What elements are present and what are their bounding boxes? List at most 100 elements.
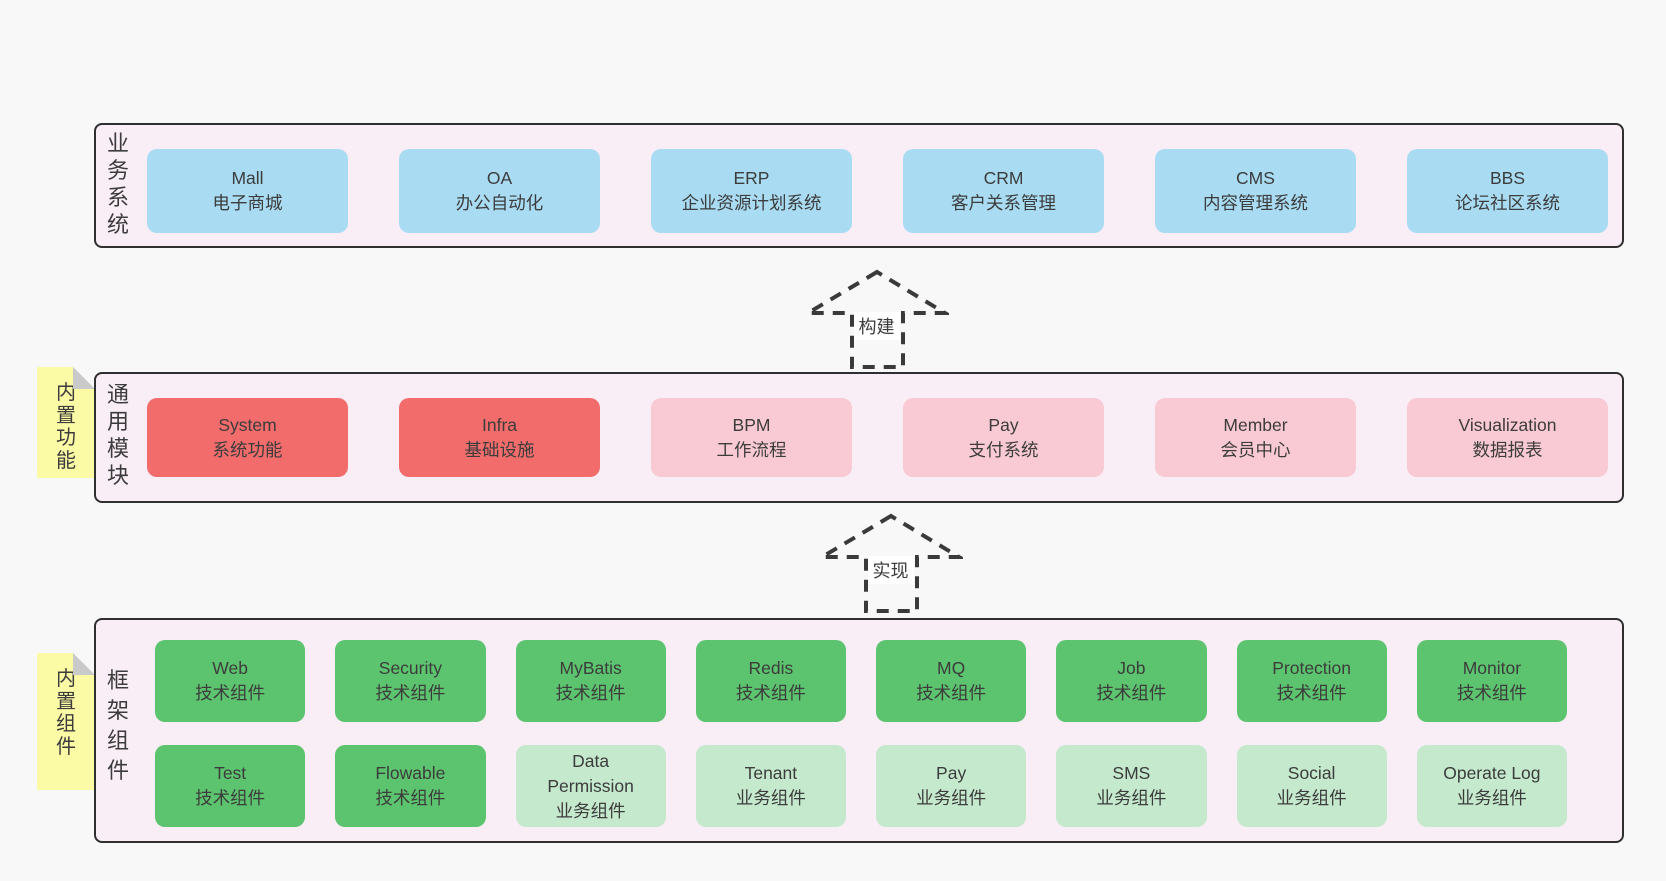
box-social: Social 业务组件 (1236, 745, 1387, 827)
box-oa: OA 办公自动化 (399, 149, 600, 233)
box-cms: CMS 内容管理系统 (1155, 149, 1356, 233)
box-monitor: Monitor 技术组件 (1416, 640, 1567, 722)
box-title: Tenant (744, 763, 798, 783)
box-title: CMS (1236, 168, 1275, 188)
arrow-label: 构建 (853, 312, 900, 340)
box-job: Job 技术组件 (1056, 640, 1207, 722)
box-title: MQ (937, 658, 966, 678)
box-protection: Protection 技术组件 (1236, 640, 1387, 722)
arrow-up-icon (818, 513, 963, 613)
box-subtitle: 业务组件 (555, 800, 626, 821)
box-title: Mall (231, 168, 264, 188)
box-subtitle: 技术组件 (1456, 683, 1527, 703)
box-mybatis: MyBatis 技术组件 (515, 640, 666, 722)
box-subtitle: 业务组件 (1096, 788, 1167, 808)
box-pay: Pay 支付系统 (903, 398, 1104, 477)
band-label: 通用模块 (106, 382, 129, 488)
box-subtitle: 企业资源计划系统 (681, 193, 822, 213)
band-label: 框架组件 (106, 668, 129, 783)
box-erp: ERP 企业资源计划系统 (651, 149, 852, 233)
arrow-build: 构建 (804, 268, 949, 369)
box-title: SMS (1112, 763, 1151, 783)
box-data-permission: Data Permission 业务组件 (515, 745, 666, 827)
box-test: Test 技术组件 (155, 745, 306, 827)
box-crm: CRM 客户关系管理 (903, 149, 1104, 233)
box-title: Redis (748, 658, 794, 678)
box-title: Test (214, 763, 247, 783)
box-bbs: BBS 论坛社区系统 (1407, 149, 1608, 233)
box-title: Monitor (1462, 658, 1522, 678)
box-mq: MQ 技术组件 (876, 640, 1027, 722)
box-title: Security (378, 658, 442, 678)
box-subtitle: 工作流程 (716, 439, 787, 460)
box-subtitle: 内容管理系统 (1203, 193, 1308, 213)
arrow-label: 实现 (867, 556, 914, 584)
box-subtitle: 业务组件 (735, 788, 806, 808)
box-pay: Pay 业务组件 (876, 745, 1027, 827)
box-title: System (218, 414, 277, 435)
box-subtitle: 技术组件 (1276, 683, 1347, 703)
box-title: Social (1287, 763, 1336, 783)
box-title: BBS (1489, 168, 1526, 188)
sticky-note-label: 内置组件 (56, 668, 76, 758)
box-subtitle: 系统功能 (212, 439, 283, 460)
box-title: CRM (983, 168, 1024, 188)
box-title: Pay (936, 763, 967, 783)
box-tenant: Tenant 业务组件 (695, 745, 846, 827)
box-subtitle: 技术组件 (195, 683, 266, 703)
box-sms: SMS 业务组件 (1056, 745, 1207, 827)
box-security: Security 技术组件 (335, 640, 486, 722)
box-subtitle: 会员中心 (1220, 439, 1291, 460)
box-title: ERP (733, 168, 770, 188)
box-subtitle: 办公自动化 (455, 193, 544, 213)
box-subtitle: 支付系统 (968, 439, 1039, 460)
box-flowable: Flowable 技术组件 (335, 745, 486, 827)
arrow-up-icon (804, 269, 949, 369)
box-title: MyBatis (559, 658, 622, 678)
box-title: Data Permission (547, 750, 634, 796)
box-subtitle: 基础设施 (464, 439, 535, 460)
box-subtitle: 业务组件 (1456, 788, 1527, 808)
box-subtitle: 技术组件 (735, 683, 806, 703)
box-title: Web (212, 658, 248, 678)
box-title: Flowable (375, 763, 446, 783)
box-title: Operate Log (1443, 763, 1541, 783)
band-business-systems: 业务系统 Mall 电子商城 OA 办公自动化 ERP 企业资源计划系统 CRM 客户关系管理… (94, 123, 1624, 248)
box-title: Protection (1272, 658, 1352, 678)
box-title: OA (486, 168, 513, 188)
box-subtitle: 业务组件 (916, 788, 987, 808)
box-mall: Mall 电子商城 (147, 149, 348, 233)
sticky-note-built-in-features: 内置功能 (37, 367, 95, 478)
box-subtitle: 业务组件 (1276, 788, 1347, 808)
box-operate-log: Operate Log 业务组件 (1416, 745, 1567, 827)
box-redis: Redis 技术组件 (695, 640, 846, 722)
box-title: Pay (988, 414, 1019, 435)
sticky-note-label: 内置功能 (56, 382, 76, 472)
arrow-implement: 实现 (818, 512, 963, 613)
box-subtitle: 论坛社区系统 (1455, 193, 1560, 213)
box-subtitle: 技术组件 (375, 788, 446, 808)
box-system: System 系统功能 (147, 398, 348, 477)
box-subtitle: 技术组件 (1096, 683, 1167, 703)
box-subtitle: 技术组件 (555, 683, 626, 703)
box-title: Job (1117, 658, 1146, 678)
box-subtitle: 客户关系管理 (951, 193, 1056, 213)
box-subtitle: 电子商城 (212, 193, 283, 213)
box-title: Visualization (1458, 414, 1557, 435)
sticky-note-built-in-components: 内置组件 (37, 653, 95, 790)
band-row: Mall 电子商城 OA 办公自动化 ERP 企业资源计划系统 CRM 客户关系管理 CMS 内容… (147, 149, 1608, 233)
box-title: Infra (481, 414, 518, 435)
box-subtitle: 技术组件 (195, 788, 266, 808)
box-web: Web 技术组件 (155, 640, 306, 722)
box-subtitle: 技术组件 (375, 683, 446, 703)
band-label: 业务系统 (106, 131, 129, 237)
box-subtitle: 技术组件 (916, 683, 987, 703)
